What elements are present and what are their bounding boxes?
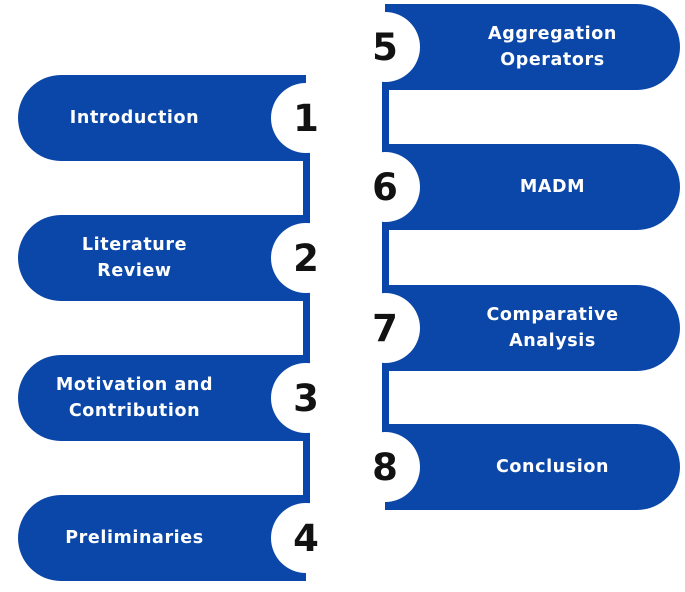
step-2-number-badge: 2 xyxy=(271,223,341,293)
right-connector-line xyxy=(382,47,389,467)
step-1-number-badge: 1 xyxy=(271,83,341,153)
step-5-pill: Aggregation Operators xyxy=(385,4,680,90)
step-4-number-badge: 4 xyxy=(271,503,341,573)
step-1-label: Introduction xyxy=(69,108,200,128)
step-5-number: 5 xyxy=(372,25,398,69)
step-5-number-badge: 5 xyxy=(350,12,420,82)
step-8-number-badge: 8 xyxy=(350,432,420,502)
step-8-pill: Conclusion xyxy=(385,424,680,510)
step-4-label: Preliminaries xyxy=(65,528,204,548)
step-4-number: 4 xyxy=(293,516,319,560)
step-7-number: 7 xyxy=(372,306,398,350)
step-7-number-badge: 7 xyxy=(350,293,420,363)
step-6-pill: MADM xyxy=(385,144,680,230)
step-3-number-badge: 3 xyxy=(271,363,341,433)
step-3-pill: Motivation and Contribution xyxy=(18,355,306,441)
step-7-label: Comparative Analysis xyxy=(486,305,619,351)
step-2-number: 2 xyxy=(293,236,319,280)
step-3-number: 3 xyxy=(293,376,319,420)
step-6-label: MADM xyxy=(519,177,586,197)
step-1-pill: Introduction xyxy=(18,75,306,161)
step-3-label: Motivation and Contribution xyxy=(55,375,214,421)
step-2-label: Literature Review xyxy=(81,235,188,281)
step-4-pill: Preliminaries xyxy=(18,495,306,581)
left-connector-line xyxy=(303,118,310,538)
step-5-label: Aggregation Operators xyxy=(488,24,617,70)
step-2-pill: Literature Review xyxy=(18,215,306,301)
step-6-number-badge: 6 xyxy=(350,152,420,222)
step-1-number: 1 xyxy=(293,96,319,140)
step-7-pill: Comparative Analysis xyxy=(385,285,680,371)
step-8-label: Conclusion xyxy=(495,457,610,477)
step-6-number: 6 xyxy=(372,165,398,209)
step-8-number: 8 xyxy=(372,445,398,489)
